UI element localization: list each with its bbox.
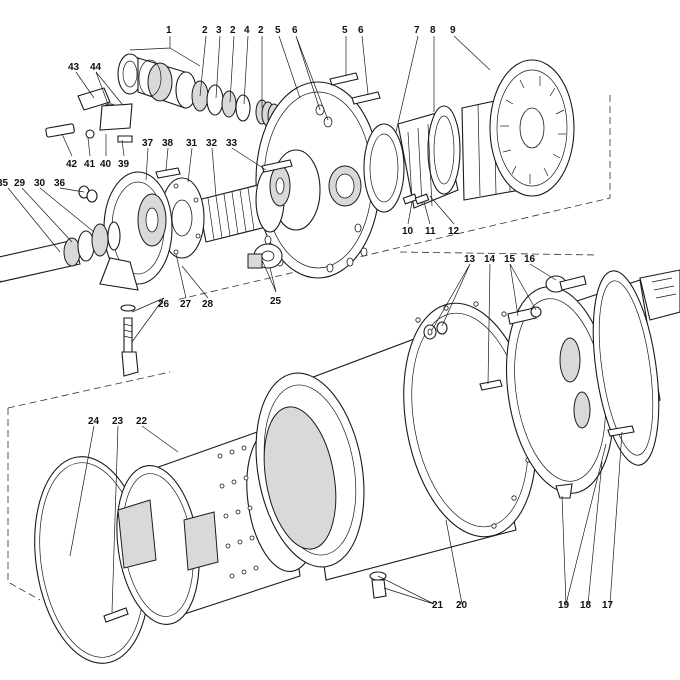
stud-washer-nut bbox=[120, 304, 139, 377]
nozzle-cage bbox=[363, 105, 461, 213]
callout-41: 41 bbox=[84, 159, 96, 170]
callout-2: 2 bbox=[258, 25, 264, 36]
callout-23: 23 bbox=[112, 416, 124, 427]
callout-33: 33 bbox=[226, 138, 238, 149]
callout-5: 5 bbox=[275, 25, 281, 36]
callout-39: 39 bbox=[118, 159, 130, 170]
callout-20: 20 bbox=[456, 600, 468, 611]
drive-shaft bbox=[0, 185, 121, 283]
seal-ring-stack bbox=[117, 53, 251, 122]
callout-labels: 1 2 3 2 4 2 5 6 5 6 7 8 9 43 44 42 41 40… bbox=[0, 25, 614, 611]
callout-13: 13 bbox=[464, 254, 476, 265]
callout-6: 6 bbox=[358, 25, 364, 36]
callout-16: 16 bbox=[524, 254, 536, 265]
callout-30: 30 bbox=[34, 178, 46, 189]
callout-32: 32 bbox=[206, 138, 218, 149]
callout-9: 9 bbox=[450, 25, 456, 36]
callout-14: 14 bbox=[484, 254, 496, 265]
callout-27: 27 bbox=[180, 299, 192, 310]
callout-2: 2 bbox=[230, 25, 236, 36]
callout-26: 26 bbox=[158, 299, 170, 310]
callout-40: 40 bbox=[100, 159, 112, 170]
callout-31: 31 bbox=[186, 138, 198, 149]
front-flange bbox=[255, 81, 381, 279]
callout-21: 21 bbox=[432, 600, 444, 611]
callout-44: 44 bbox=[90, 62, 102, 73]
leader-lines bbox=[7, 35, 623, 613]
outer-casing bbox=[255, 301, 537, 581]
callout-2: 2 bbox=[202, 25, 208, 36]
callout-4: 4 bbox=[244, 25, 250, 36]
pipe-fittings bbox=[45, 87, 133, 143]
callout-42: 42 bbox=[66, 159, 78, 170]
callout-10: 10 bbox=[402, 226, 414, 237]
callout-11: 11 bbox=[425, 226, 436, 237]
callout-17: 17 bbox=[602, 600, 614, 611]
rear-diffuser bbox=[505, 269, 680, 499]
callout-18: 18 bbox=[580, 600, 592, 611]
callout-1: 1 bbox=[166, 25, 172, 36]
callout-36: 36 bbox=[54, 178, 66, 189]
dowel-pins bbox=[329, 72, 381, 105]
perforated-disk bbox=[461, 59, 575, 201]
callout-8: 8 bbox=[430, 25, 436, 36]
callout-29: 29 bbox=[14, 178, 26, 189]
bolt-group-25 bbox=[247, 243, 283, 269]
small-pins bbox=[155, 159, 293, 179]
callout-43: 43 bbox=[68, 62, 80, 73]
bellows-shaft bbox=[197, 165, 291, 243]
callout-19: 19 bbox=[558, 600, 570, 611]
callout-37: 37 bbox=[142, 138, 154, 149]
callout-7: 7 bbox=[414, 25, 420, 36]
bolt-set bbox=[402, 193, 430, 205]
long-stud bbox=[103, 607, 129, 623]
callout-15: 15 bbox=[504, 254, 516, 265]
callout-25: 25 bbox=[270, 296, 282, 307]
end-housing bbox=[99, 171, 173, 291]
bolts-21 bbox=[369, 571, 387, 599]
callout-5: 5 bbox=[342, 25, 348, 36]
callout-6: 6 bbox=[292, 25, 298, 36]
callout-3: 3 bbox=[216, 25, 222, 36]
callout-35: 35 bbox=[0, 178, 9, 189]
callout-38: 38 bbox=[162, 138, 174, 149]
callout-12: 12 bbox=[448, 226, 460, 237]
callout-24: 24 bbox=[88, 416, 100, 427]
callout-22: 22 bbox=[136, 416, 148, 427]
callout-28: 28 bbox=[202, 299, 214, 310]
